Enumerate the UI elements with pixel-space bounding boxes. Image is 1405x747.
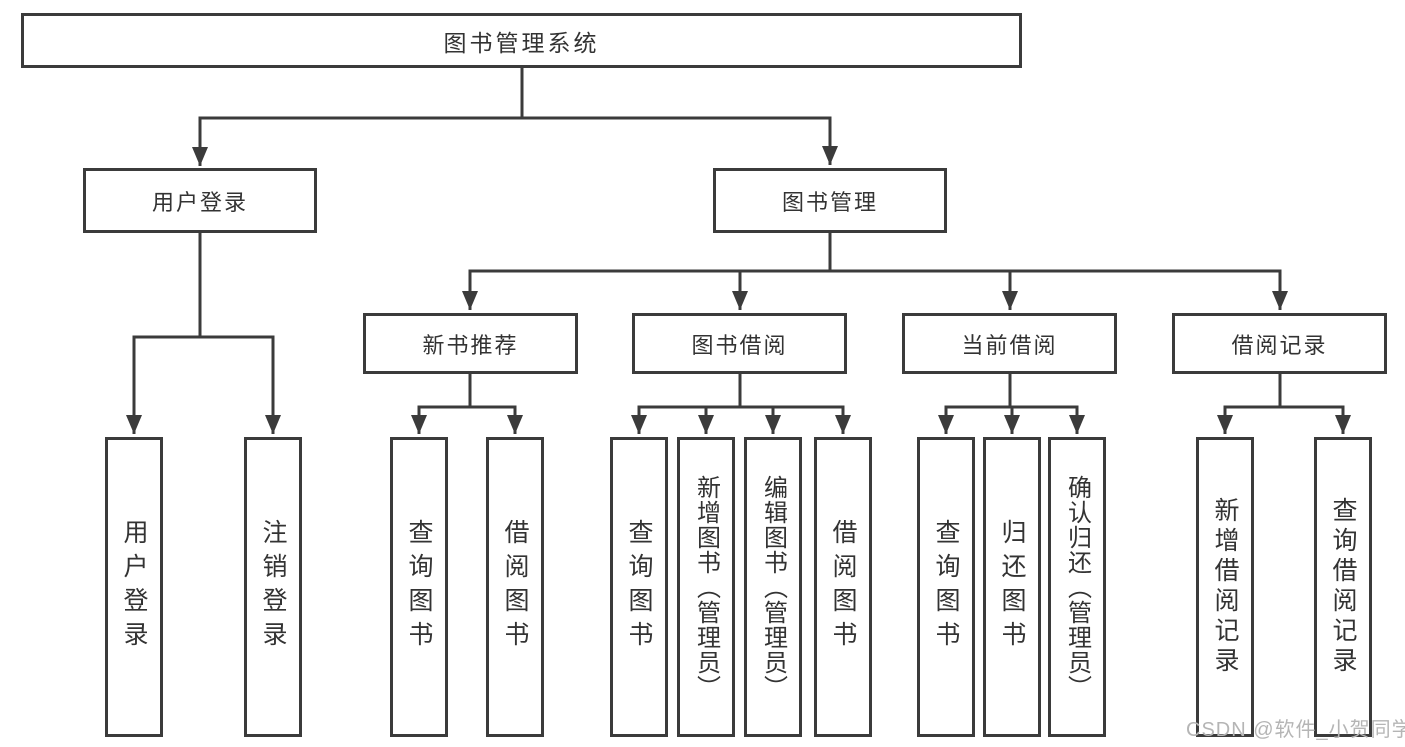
leaf-user-login-label: 用户登录 bbox=[120, 519, 148, 655]
connector-new-books-to-leaves bbox=[411, 374, 523, 434]
leaf-query-books-recommend: 查询图书 bbox=[390, 437, 448, 737]
leaf-edit-book-admin: 编辑图书（管理员） bbox=[744, 437, 802, 737]
leaf-return-book: 归还图书 bbox=[983, 437, 1041, 737]
leaf-query-books-recommend-label: 查询图书 bbox=[405, 519, 433, 655]
connector-book-mgmt-to-level2 bbox=[462, 233, 1288, 310]
leaf-borrow-books-recommend: 借阅图书 bbox=[486, 437, 544, 737]
leaf-add-borrow-record-label: 新增借阅记录 bbox=[1211, 497, 1239, 677]
connector-user-login-to-leaves bbox=[126, 233, 281, 434]
leaf-user-login: 用户登录 bbox=[105, 437, 163, 737]
watermark: CSDN @软件_小贺同学 bbox=[1186, 719, 1405, 741]
leaf-edit-book-admin-label: 编辑图书（管理员） bbox=[759, 474, 787, 700]
node-book-borrow: 图书借阅 bbox=[632, 313, 847, 374]
node-root: 图书管理系统 bbox=[21, 13, 1022, 68]
leaf-add-book-admin: 新增图书（管理员） bbox=[677, 437, 735, 737]
leaf-query-borrow-record-label: 查询借阅记录 bbox=[1329, 497, 1357, 677]
node-book-management-label: 图书管理 bbox=[781, 189, 878, 215]
leaf-logout: 注销登录 bbox=[244, 437, 302, 737]
connector-book-borrow-to-leaves bbox=[631, 374, 851, 434]
leaf-borrow-books-label: 借阅图书 bbox=[829, 519, 857, 655]
leaf-add-borrow-record: 新增借阅记录 bbox=[1196, 437, 1254, 737]
connector-root-to-level1 bbox=[192, 68, 838, 166]
leaf-add-book-admin-label: 新增图书（管理员） bbox=[692, 474, 720, 700]
node-borrow-records-label: 借阅记录 bbox=[1231, 332, 1328, 358]
leaf-query-borrow-record: 查询借阅记录 bbox=[1314, 437, 1372, 737]
node-book-borrow-label: 图书借阅 bbox=[691, 332, 788, 358]
leaf-confirm-return-admin: 确认归还（管理员） bbox=[1048, 437, 1106, 737]
node-borrow-records: 借阅记录 bbox=[1172, 313, 1387, 374]
leaf-confirm-return-admin-label: 确认归还（管理员） bbox=[1063, 474, 1091, 700]
node-root-label: 图书管理系统 bbox=[443, 29, 600, 56]
leaf-logout-label: 注销登录 bbox=[259, 519, 287, 655]
leaf-query-books-current: 查询图书 bbox=[917, 437, 975, 737]
leaf-query-books-current-label: 查询图书 bbox=[932, 519, 960, 655]
node-new-book-recommend-label: 新书推荐 bbox=[422, 332, 519, 358]
connector-borrow-records-to-leaves bbox=[1217, 374, 1351, 434]
leaf-borrow-books-recommend-label: 借阅图书 bbox=[501, 519, 529, 655]
connector-current-borrow-to-leaves bbox=[938, 374, 1085, 434]
leaf-query-books-borrow: 查询图书 bbox=[610, 437, 668, 737]
leaf-borrow-books: 借阅图书 bbox=[814, 437, 872, 737]
node-current-borrow: 当前借阅 bbox=[902, 313, 1117, 374]
leaf-query-books-borrow-label: 查询图书 bbox=[625, 519, 653, 655]
node-current-borrow-label: 当前借阅 bbox=[961, 332, 1058, 358]
leaf-return-book-label: 归还图书 bbox=[998, 519, 1026, 655]
node-user-login-label: 用户登录 bbox=[151, 189, 248, 215]
node-book-management: 图书管理 bbox=[713, 168, 947, 233]
node-new-book-recommend: 新书推荐 bbox=[363, 313, 578, 374]
node-user-login: 用户登录 bbox=[83, 168, 317, 233]
